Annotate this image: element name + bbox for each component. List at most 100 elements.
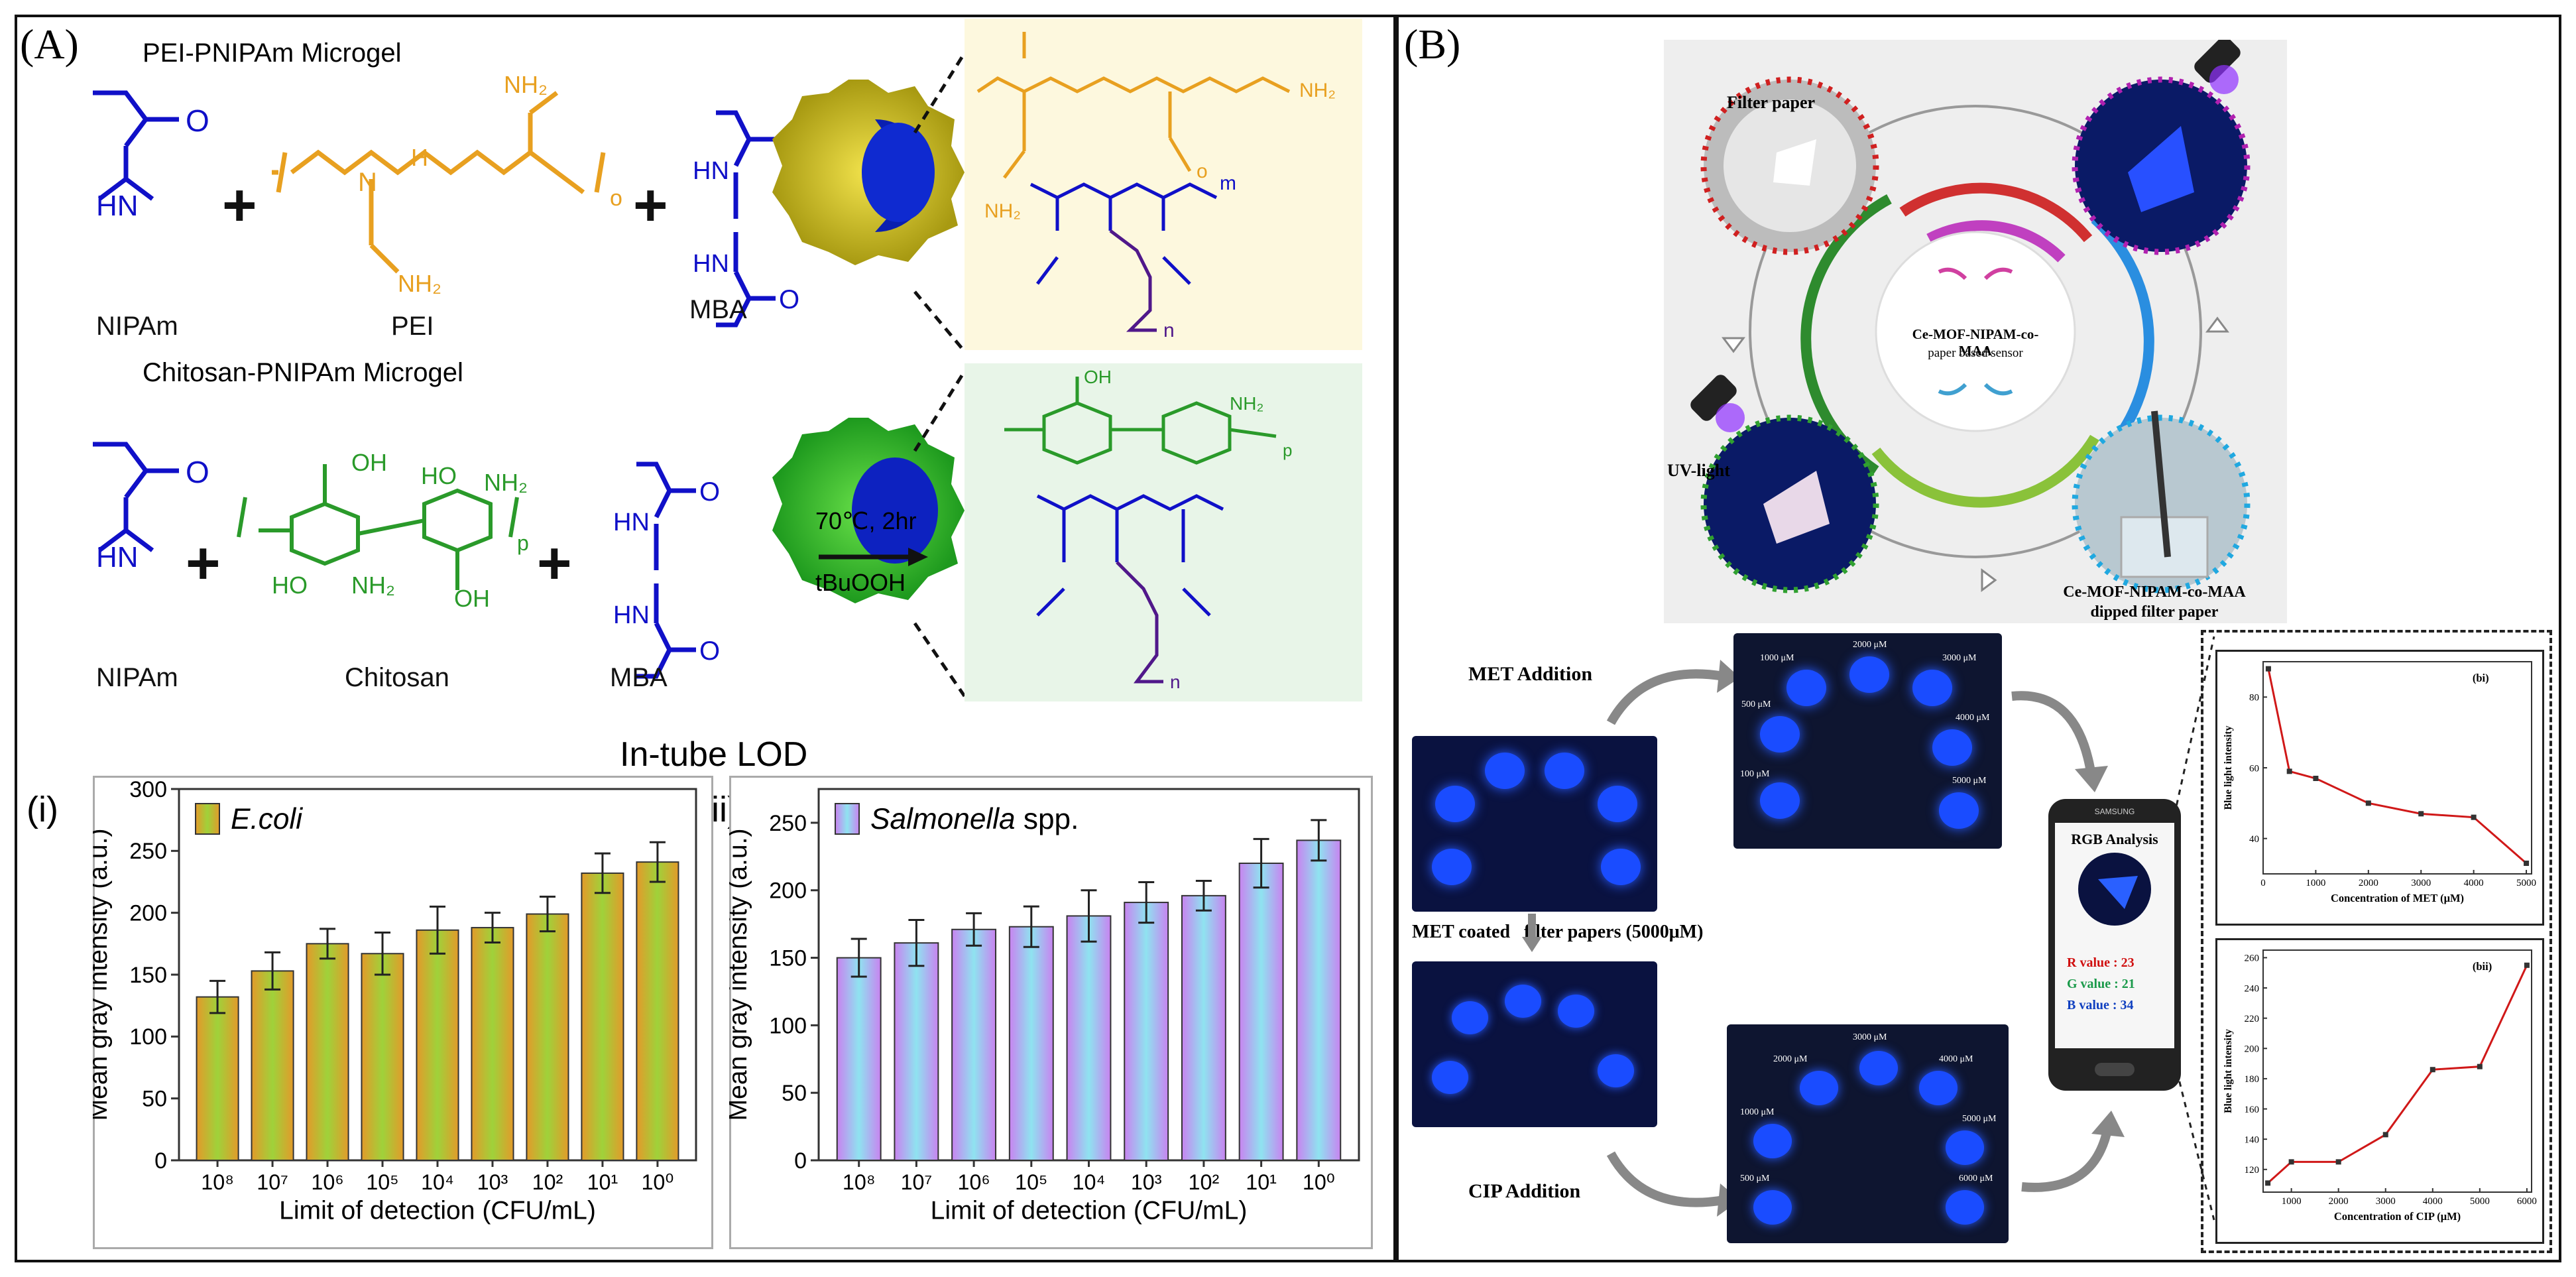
- x-tick-label: 6000: [2517, 1196, 2537, 1207]
- svg-text:NH₂: NH₂: [351, 572, 395, 599]
- data-point: [2288, 1159, 2294, 1165]
- coated-paper-2: [1435, 786, 1475, 822]
- svg-text:HN: HN: [613, 601, 650, 629]
- bar: [836, 957, 882, 1161]
- inset-connector-lines: [913, 52, 966, 698]
- charts-dashed-box: [2201, 630, 2552, 1253]
- svg-text:HN: HN: [693, 250, 729, 278]
- chart-label: (bi): [2473, 672, 2489, 684]
- met-conc-4000: 4000 μM: [1956, 713, 1990, 723]
- x-tick-label: 5000: [2516, 878, 2536, 888]
- cip-paper-1: [1432, 1061, 1468, 1094]
- subpanel-i-label: (i): [27, 790, 58, 829]
- smartphone: SAMSUNG RGB Analysis R value : 23 G valu…: [2048, 799, 2181, 1091]
- legend-label: E.coli: [231, 803, 303, 835]
- nipam-label-2: NIPAm: [96, 663, 178, 692]
- bar: [636, 861, 679, 1161]
- chitosan-label: Chitosan: [345, 663, 449, 692]
- chart-bi-frame: [2215, 650, 2544, 926]
- dipped-line-1: Ce-MOF-NIPAM-co-MAA: [2063, 583, 2246, 601]
- y-tick-label: 200: [2245, 1044, 2260, 1055]
- y-tick-label: 150: [129, 963, 167, 988]
- svg-text:OH: OH: [1084, 367, 1112, 387]
- y-tick-label: 200: [769, 879, 807, 904]
- y-tick-label: 180: [2245, 1074, 2260, 1085]
- cip-well-3: [1800, 1071, 1838, 1105]
- data-point: [2382, 1132, 2388, 1138]
- cip-paper-2: [1452, 1001, 1488, 1034]
- bar: [1181, 894, 1226, 1161]
- cip-conc-3000: 3000 μM: [1853, 1032, 1887, 1042]
- bar: [526, 913, 569, 1162]
- cip-conc-1000: 1000 μM: [1740, 1107, 1775, 1117]
- met-to-phone-arrow: [2011, 691, 2108, 792]
- bar: [1066, 915, 1112, 1161]
- data-point: [2335, 1159, 2341, 1165]
- y-tick-label: 50: [142, 1087, 167, 1112]
- svg-text:HO: HO: [272, 572, 308, 599]
- phone-brand: SAMSUNG: [2094, 807, 2135, 816]
- x-tick-label: 10⁷: [901, 1170, 933, 1194]
- x-tick-label: 10²: [532, 1170, 563, 1194]
- x-tick-label: 10²: [1189, 1170, 1220, 1194]
- y-tick-label: 300: [129, 777, 167, 802]
- svg-text:n: n: [1170, 672, 1181, 692]
- svg-text:HN: HN: [96, 190, 139, 222]
- x-tick-label: 10⁶: [311, 1170, 343, 1194]
- series-line: [2267, 668, 2528, 865]
- met-curved-arrow: [1606, 660, 1740, 725]
- y-tick-label: 200: [129, 901, 167, 926]
- bar: [1124, 902, 1169, 1162]
- legend-swatch: [835, 803, 860, 835]
- mba-label-1: MBA: [689, 295, 747, 324]
- y-tick-label: 260: [2245, 953, 2260, 964]
- phone-home-button: [2095, 1063, 2135, 1076]
- y-tick-label: 250: [769, 811, 807, 836]
- met-well-2: [1760, 716, 1800, 753]
- met-well-5: [1912, 670, 1952, 706]
- met-plate-photo: 100 μM 500 μM 1000 μM 2000 μM 3000 μM 40…: [1733, 633, 2002, 849]
- y-tick-label: 120: [2245, 1165, 2260, 1176]
- chitosan-network-structure: OH NH₂ p n: [1004, 367, 1292, 692]
- bar: [306, 943, 349, 1161]
- pei-structure: [272, 91, 606, 274]
- legend-suffix: spp.: [1016, 803, 1079, 835]
- svg-text:O: O: [699, 477, 720, 507]
- svg-text:m: m: [1220, 172, 1236, 194]
- y-tick-label: 240: [2245, 983, 2260, 994]
- phone-callout-lines: [2173, 636, 2215, 1221]
- bar: [1238, 863, 1284, 1161]
- data-point: [2365, 800, 2371, 806]
- nipam-structure-bottom: [93, 442, 179, 552]
- svg-text:NH₂: NH₂: [1230, 393, 1263, 414]
- filter-paper-label: Filter paper: [1727, 93, 1816, 112]
- rgb-analysis-title: RGB Analysis: [2071, 831, 2158, 847]
- svg-text:+: +: [633, 172, 668, 239]
- y-tick-label: 250: [129, 839, 167, 864]
- x-tick-label: 2000: [2359, 878, 2378, 888]
- x-tick-label: 10¹: [587, 1170, 618, 1194]
- nipam-structure-top: [93, 90, 179, 201]
- x-tick-label: 10⁵: [366, 1170, 398, 1194]
- y-tick-label: 40: [2249, 834, 2259, 845]
- met-conc-5000: 5000 μM: [1952, 776, 1987, 786]
- bar: [361, 953, 404, 1161]
- y-axis-label: Mean gray intensity (a.u.): [93, 829, 113, 1121]
- y-tick-label: 60: [2249, 763, 2259, 774]
- legend-swatch: [195, 803, 220, 835]
- svg-text:p: p: [517, 531, 529, 555]
- met-well-4: [1849, 656, 1889, 693]
- y-axis-label: Mean gray intensity (a.u.): [729, 829, 752, 1121]
- cip-paper-5: [1598, 1054, 1634, 1087]
- coated-paper-5: [1598, 786, 1637, 822]
- data-point: [2524, 861, 2530, 866]
- pei-microgel-title: PEI-PNIPAm Microgel: [143, 38, 402, 68]
- x-tick-label: 3000: [2376, 1196, 2396, 1207]
- y-tick-label: 160: [2245, 1105, 2260, 1115]
- cip-well-5: [1919, 1071, 1958, 1105]
- condition-temp-2: 70℃, 2hr: [815, 507, 917, 534]
- x-tick-label: 10⁶: [957, 1170, 990, 1194]
- y-tick-label: 140: [2245, 1134, 2260, 1145]
